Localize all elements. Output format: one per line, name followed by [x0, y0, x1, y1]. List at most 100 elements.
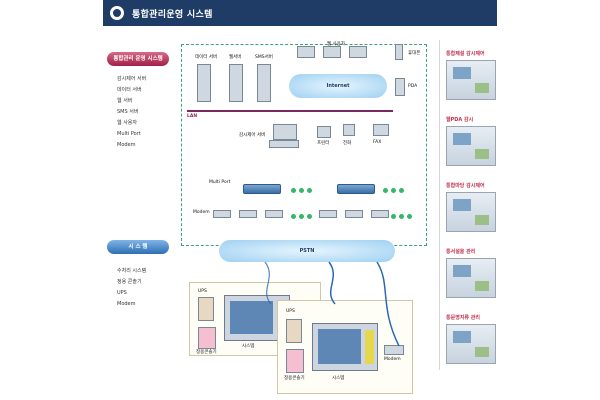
multiport-switch-icon: [243, 184, 281, 194]
data-server-icon: [197, 64, 211, 102]
site-modem-icon: [384, 345, 404, 355]
telephone-label: 전화: [343, 141, 352, 146]
phone-icon: [395, 44, 403, 60]
server-label: 웹서버: [229, 55, 242, 60]
group2-item[interactable]: UPS: [117, 290, 127, 296]
feature-thumbnail: [446, 258, 496, 298]
status-dot-icon: [299, 214, 304, 219]
feature-card-title: 통합마당 감시제어: [446, 183, 485, 189]
multiport-label: Multi Port: [209, 180, 231, 185]
ups-icon: [198, 297, 214, 321]
feature-card-title: 웹PDA 감시: [446, 117, 474, 123]
pda-icon: [395, 78, 405, 96]
lan-label: LAN: [187, 114, 198, 119]
status-dot-icon: [307, 188, 312, 193]
fax-label: FAX: [373, 140, 382, 145]
group2-menu: 수처리 시스템 정용 콘솔기 UPS Modem: [117, 266, 146, 310]
left-panel: 통합관리 운영 시스템 감시제어 서버 데이터 서버 웹 서버 SMS 서버 웹…: [103, 40, 171, 360]
modem-icon: [345, 210, 363, 218]
modem-icon: [371, 210, 389, 218]
internet-label: Internet: [326, 83, 350, 89]
app-title: 통합관리운영 시스템: [132, 9, 213, 20]
status-dot-icon: [391, 214, 396, 219]
console-icon: [198, 327, 216, 349]
telephone-icon: [343, 124, 355, 136]
pstn-label: PSTN: [299, 248, 315, 254]
group1-title-pill[interactable]: 통합관리 운영 시스템: [107, 52, 169, 66]
feature-card[interactable]: 통합마당 감시제어: [446, 182, 498, 232]
group1-item[interactable]: 웹 서버: [117, 98, 133, 104]
modem-label: Modem: [193, 210, 210, 215]
printer-label: 프린터: [317, 141, 330, 146]
group1-item[interactable]: Modem: [117, 142, 136, 148]
printer-icon: [317, 126, 331, 138]
site-panel-2: UPS 정용콘솔기 시스템 Modem: [277, 300, 413, 394]
web-user-pc-icon: [323, 46, 341, 58]
system-screen-icon: [312, 323, 378, 371]
app-logo-icon: [110, 6, 124, 20]
window-frame: 통합관리운영 시스템 통합관리 운영 시스템 감시제어 서버 데이터 서버 웹 …: [103, 0, 497, 400]
control-server-keyboard-icon: [269, 140, 299, 148]
group2-item[interactable]: 정용 콘솔기: [117, 279, 142, 285]
ups-label: UPS: [286, 309, 295, 314]
ups-icon: [286, 319, 302, 343]
console-label: 정용콘솔기: [196, 350, 217, 355]
group2-item[interactable]: Modem: [117, 301, 136, 307]
connection-lines: [264, 261, 400, 347]
feature-thumbnail: [446, 324, 496, 364]
feature-thumbnail: [446, 60, 496, 100]
group1-menu: 감시제어 서버 데이터 서버 웹 서버 SMS 서버 웹 사용자 Multi P…: [117, 74, 146, 151]
status-dot-icon: [291, 188, 296, 193]
console-icon: [286, 349, 304, 373]
feature-card-title: 통문명지류 관리: [446, 315, 480, 321]
group1-item[interactable]: 웹 사용자: [117, 120, 137, 126]
server-label: SMS서버: [255, 55, 273, 60]
lan-line: [187, 110, 393, 112]
network-diagram: 데이터 서버 웹서버 SMS서버 웹 사용자 휴대폰 PDA Internet …: [173, 28, 437, 400]
status-dot-icon: [307, 214, 312, 219]
feature-card-title: 통합제설 감시제어: [446, 51, 485, 57]
internet-cloud: Internet: [289, 74, 387, 98]
site-modem-label: Modem: [384, 357, 401, 362]
modem-icon: [319, 210, 337, 218]
group1-item[interactable]: Multi Port: [117, 131, 141, 137]
phone-label: 휴대폰: [408, 51, 421, 56]
status-dot-icon: [291, 214, 296, 219]
web-server-icon: [229, 64, 243, 102]
status-dot-icon: [299, 188, 304, 193]
group2-item[interactable]: 수처리 시스템: [117, 268, 147, 274]
status-dot-icon: [383, 188, 388, 193]
status-dot-icon: [391, 188, 396, 193]
system-label: 시스템: [242, 344, 255, 349]
feature-card[interactable]: 웹PDA 감시: [446, 116, 498, 166]
feature-thumbnail: [446, 126, 496, 166]
feature-card[interactable]: 통합제설 감시제어: [446, 50, 498, 100]
system-label: 시스템: [332, 376, 345, 381]
feature-thumbnail: [446, 192, 496, 232]
status-dot-icon: [399, 214, 404, 219]
server-label: 데이터 서버: [195, 55, 218, 60]
web-user-pc-icon: [297, 46, 315, 58]
feature-card[interactable]: 통문명지류 관리: [446, 314, 498, 364]
modem-icon: [213, 210, 231, 218]
group1-item[interactable]: 데이터 서버: [117, 87, 142, 93]
status-dot-icon: [399, 188, 404, 193]
status-dot-icon: [407, 214, 412, 219]
control-server-monitor-icon: [273, 124, 297, 140]
app-header: 통합관리운영 시스템: [103, 0, 497, 26]
ups-label: UPS: [198, 289, 207, 294]
sms-server-icon: [257, 64, 271, 102]
control-server-label: 감시제어 서버: [239, 133, 266, 138]
group2-title-pill[interactable]: 시 스 템: [107, 240, 169, 254]
feature-card[interactable]: 통서설을 관리: [446, 248, 498, 298]
pstn-cloud: PSTN: [219, 240, 395, 262]
group1-item[interactable]: SMS 서버: [117, 109, 139, 115]
web-user-pc-icon: [349, 46, 367, 58]
multiport-switch-icon: [337, 184, 375, 194]
modem-icon: [239, 210, 257, 218]
fax-icon: [373, 124, 389, 136]
web-users-label: 웹 사용자: [327, 42, 345, 47]
group1-item[interactable]: 감시제어 서버: [117, 76, 147, 82]
pda-label: PDA: [408, 84, 418, 89]
console-label: 정용콘솔기: [284, 376, 305, 381]
